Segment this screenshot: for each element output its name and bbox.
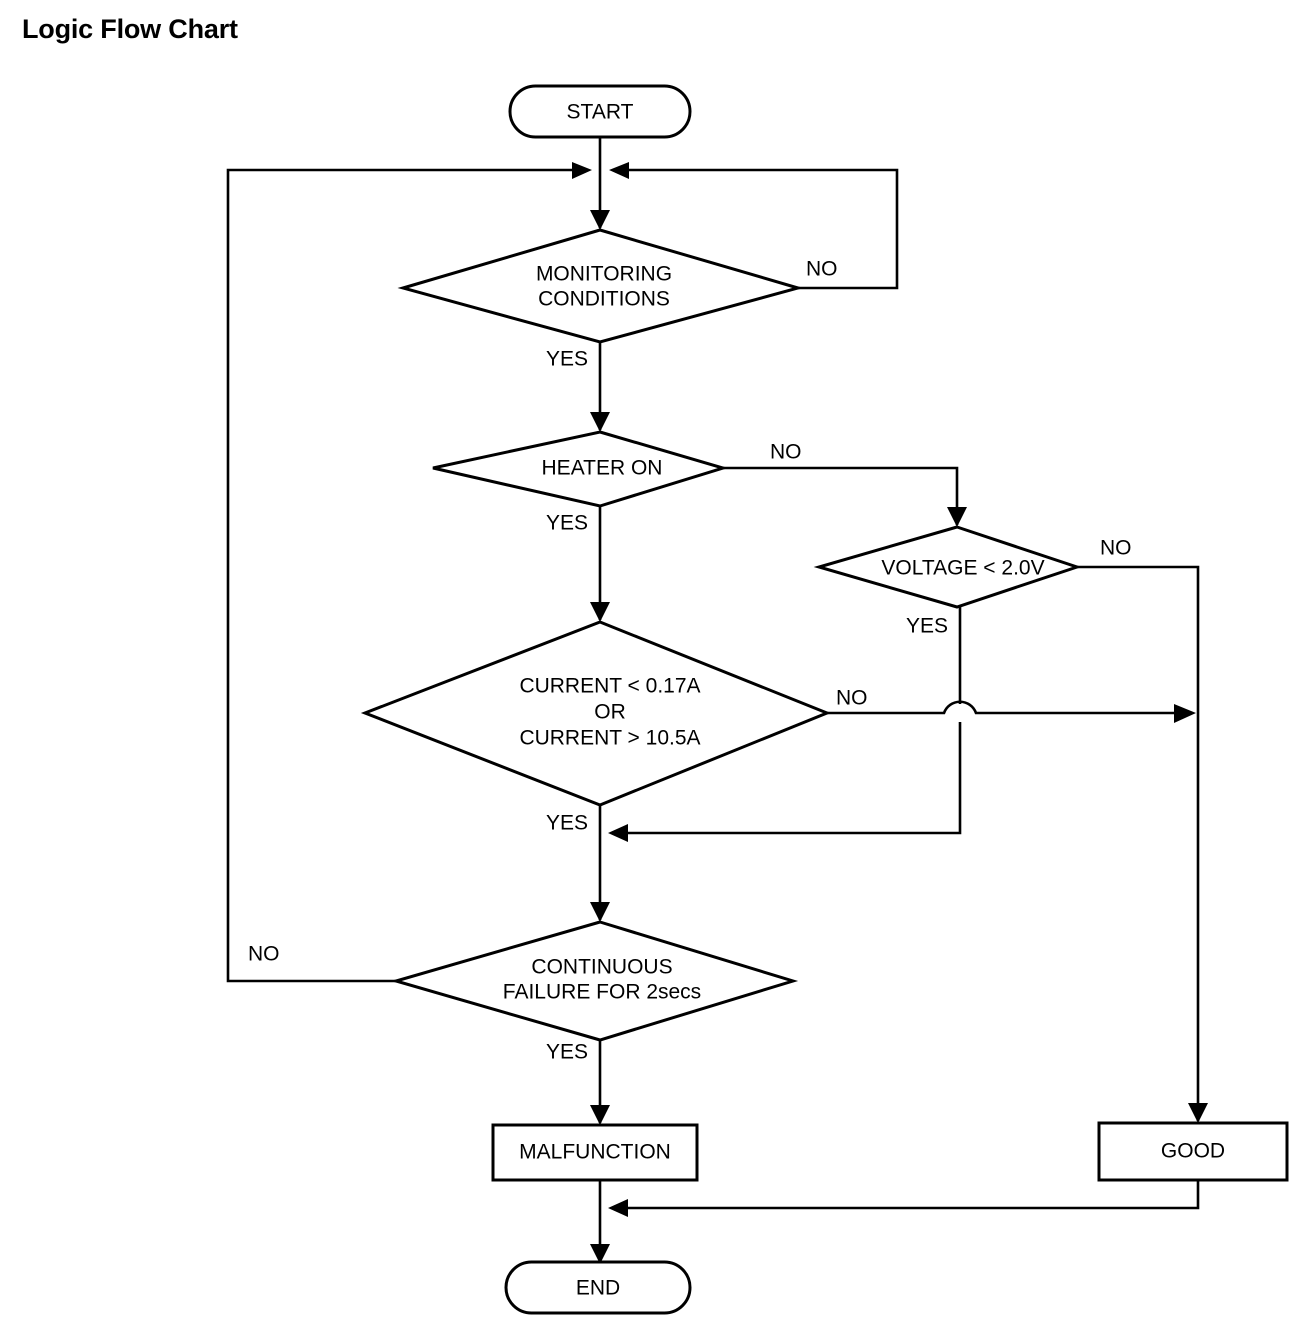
edge-label-current-yes: YES: [546, 812, 588, 835]
node-monitoring-line1: MONITORING: [536, 263, 672, 286]
arrowhead-current-no-join: [1174, 704, 1196, 723]
arrowhead-into-good: [1188, 1103, 1208, 1123]
node-current-line2: OR: [594, 701, 626, 724]
edge-continuous-no-return: [226, 168, 588, 983]
node-malfunction[interactable]: [491, 1123, 699, 1182]
arrowhead-into-end: [590, 1244, 610, 1264]
edge-current-no-to-good-bus: [827, 700, 1190, 715]
arrowhead-right-return-join: [609, 162, 629, 179]
arrowhead-into-heater: [590, 412, 610, 432]
node-current-line3: CURRENT > 10.5A: [519, 727, 700, 750]
page-title: Logic Flow Chart: [22, 14, 238, 44]
node-good-label: GOOD: [1161, 1140, 1225, 1163]
edge-label-monitoring-no: NO: [806, 258, 838, 281]
arrowhead-into-monitoring: [590, 210, 610, 230]
edge-label-heater-no: NO: [770, 441, 802, 464]
node-heater-on[interactable]: [432, 430, 729, 508]
node-continuous-line2: FAILURE FOR 2secs: [503, 981, 701, 1004]
arrowhead-into-continuous: [590, 902, 610, 922]
edge-label-continuous-yes: YES: [546, 1041, 588, 1064]
edge-heater-no: [723, 466, 959, 525]
edge-label-voltage-yes: YES: [906, 615, 948, 638]
node-voltage[interactable]: [813, 525, 1082, 609]
node-end[interactable]: [504, 1260, 692, 1315]
node-malfunction-label: MALFUNCTION: [519, 1141, 671, 1164]
node-continuous-failure[interactable]: [390, 920, 799, 1042]
arrowhead-left-return-join: [572, 162, 592, 179]
arrowhead-into-voltage: [947, 507, 967, 527]
edge-label-voltage-no: NO: [1100, 537, 1132, 560]
arrowhead-into-current: [590, 602, 610, 622]
arrowhead-good-merge: [608, 1199, 628, 1217]
node-current[interactable]: [360, 620, 832, 807]
edge-label-heater-yes: YES: [546, 512, 588, 535]
node-current-line1: CURRENT < 0.17A: [519, 675, 700, 698]
edge-label-continuous-no: NO: [248, 943, 280, 966]
node-monitoring-conditions[interactable]: [397, 228, 804, 344]
edge-label-current-no: NO: [836, 687, 868, 710]
edge-voltage-no-to-good: [1077, 565, 1200, 1121]
edge-monitoring-no-return: [613, 168, 899, 290]
node-monitoring-line2: CONDITIONS: [538, 288, 670, 311]
node-continuous-line1: CONTINUOUS: [531, 956, 672, 979]
edge-voltage-yes-lower: [612, 722, 962, 835]
node-voltage-label: VOLTAGE < 2.0V: [881, 557, 1044, 580]
edge-label-monitoring-yes: YES: [546, 348, 588, 371]
node-end-label: END: [576, 1277, 620, 1300]
arrowhead-into-malfunction: [590, 1105, 610, 1125]
node-start[interactable]: [508, 84, 692, 139]
arrowhead-voltage-yes-merge: [608, 824, 628, 842]
edge-good-to-end-merge: [612, 1180, 1200, 1210]
node-start-label: START: [567, 101, 634, 124]
node-heater-label: HEATER ON: [542, 457, 663, 480]
node-good[interactable]: [1097, 1121, 1289, 1182]
